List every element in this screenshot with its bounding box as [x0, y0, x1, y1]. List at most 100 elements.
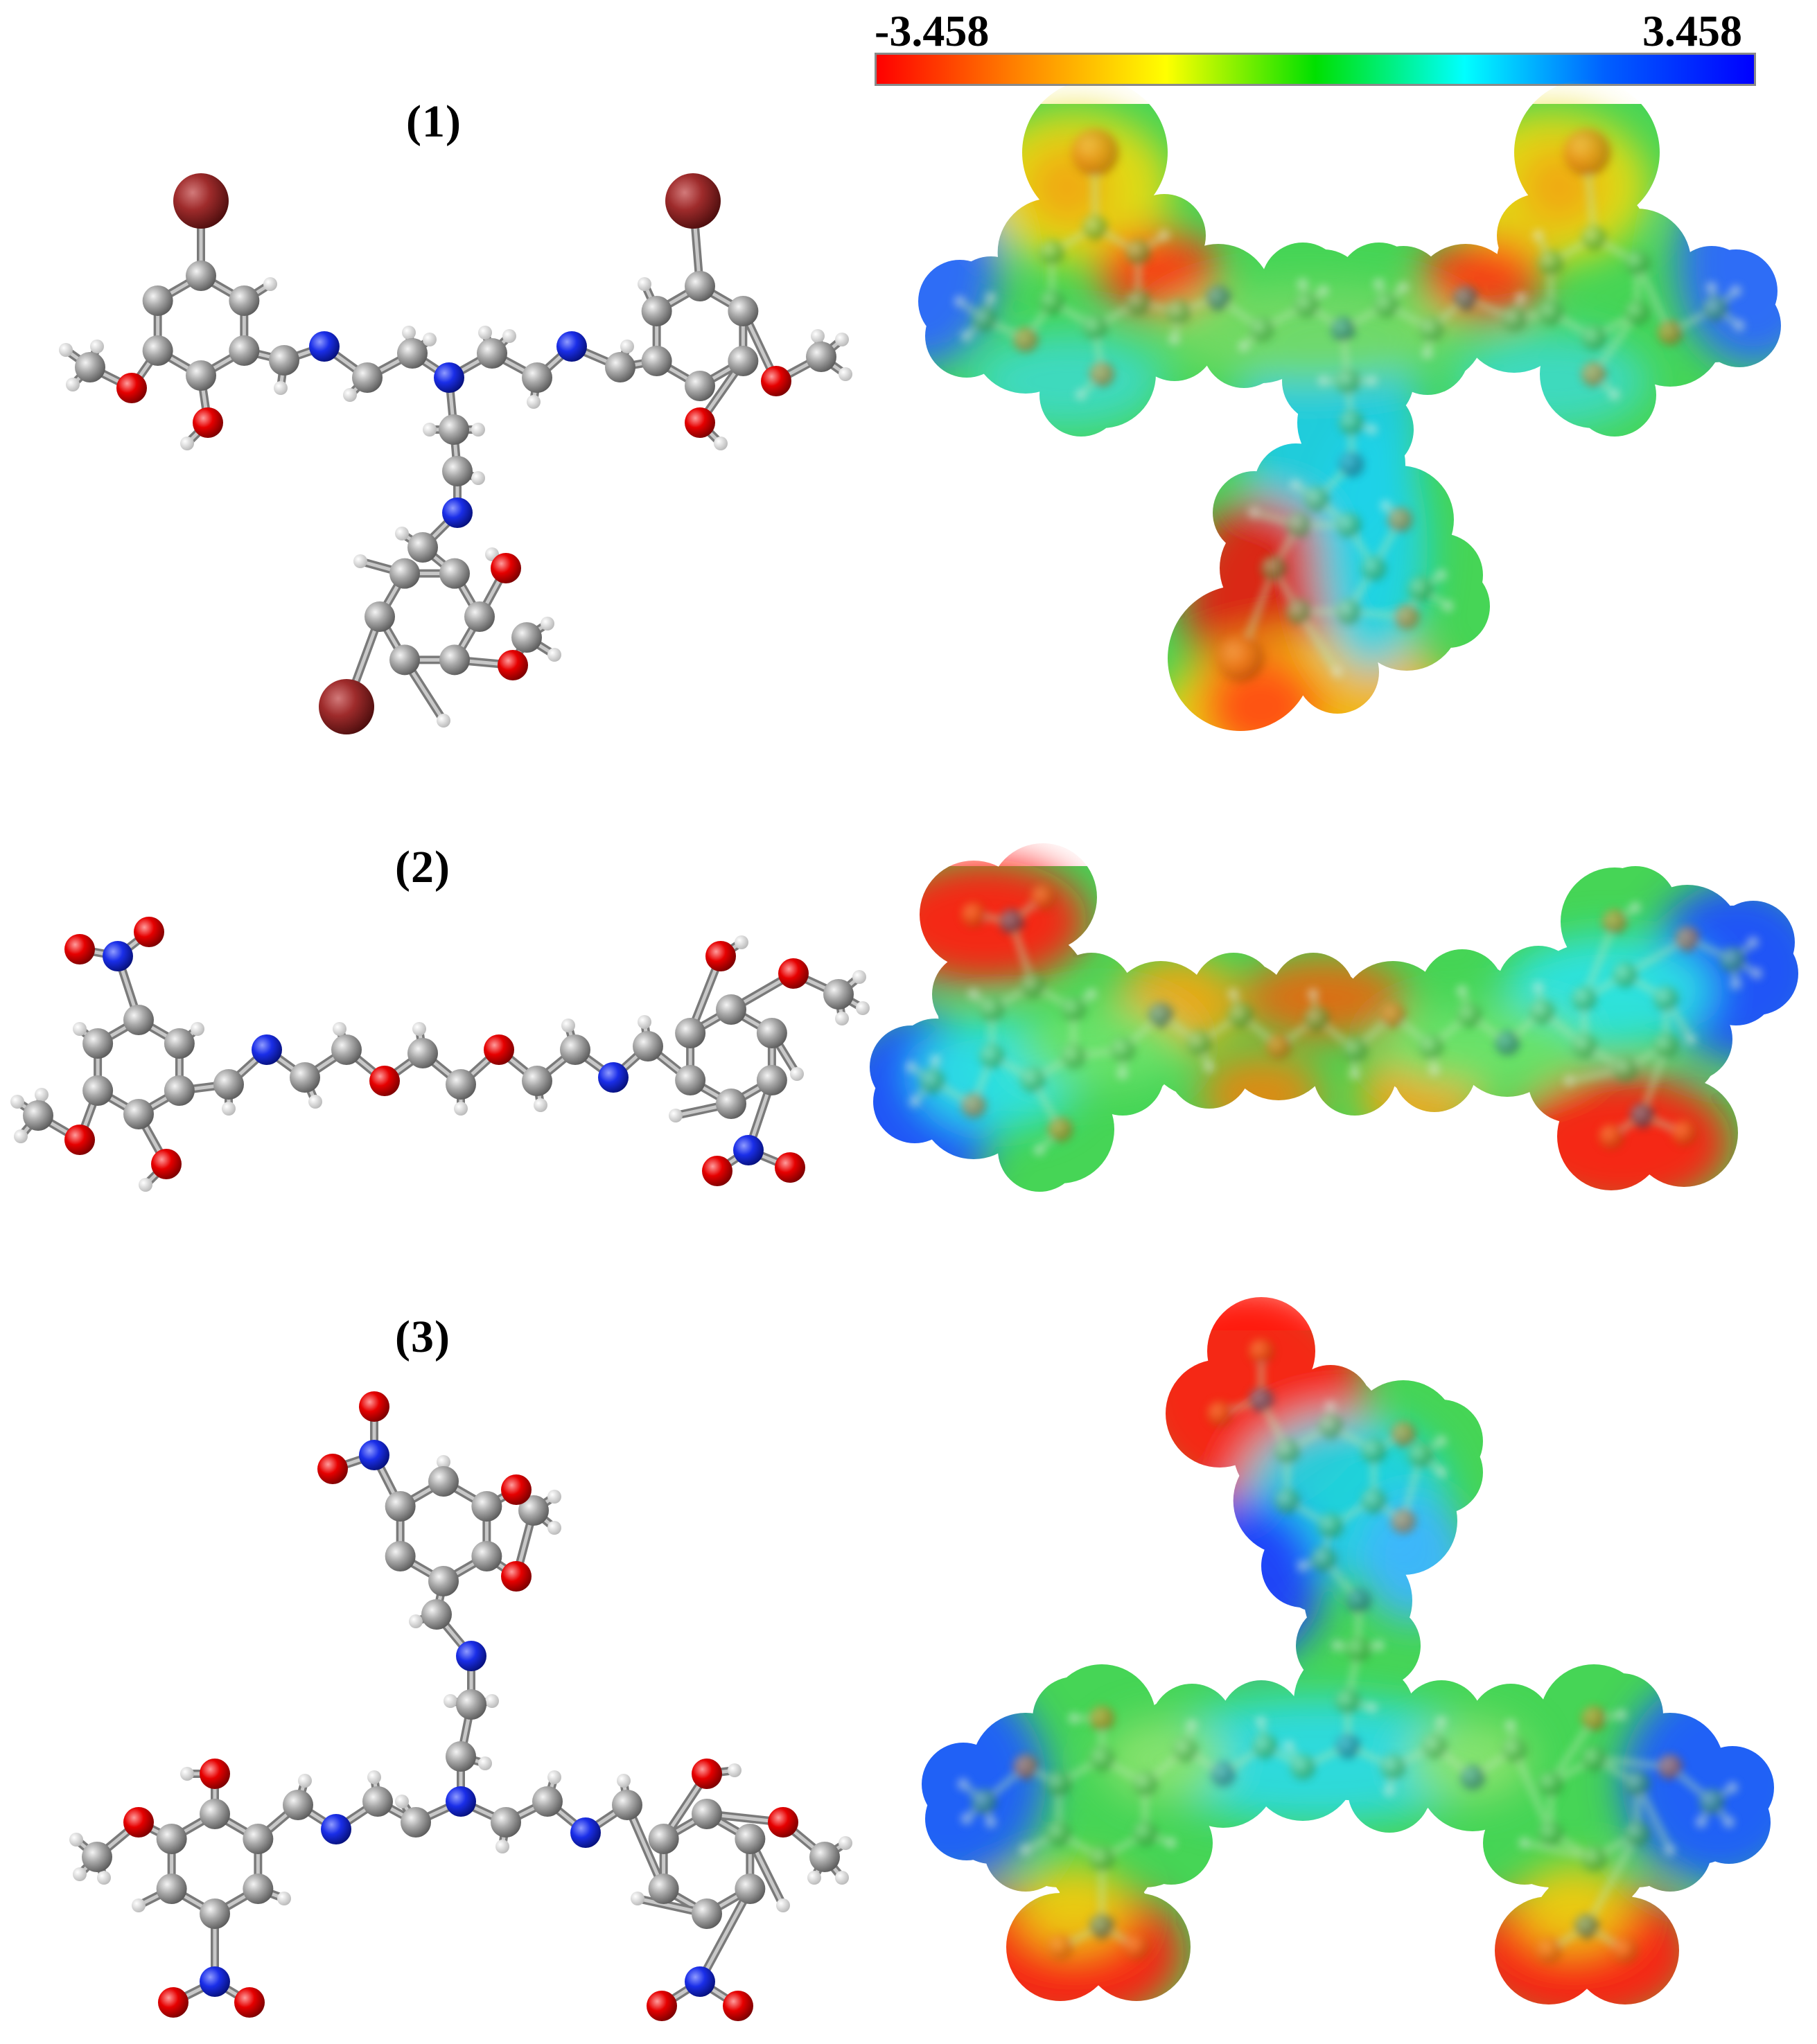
hydrogen-atom: [856, 1001, 870, 1015]
carbon-atom: [1060, 996, 1086, 1021]
hydrogen-atom: [1748, 937, 1759, 948]
carbon-atom: [756, 1018, 787, 1048]
molecule-2-structure: [10, 917, 870, 1192]
molecule-2-label: (2): [395, 842, 450, 892]
bond: [1634, 260, 1673, 335]
hydrogen-atom: [423, 423, 437, 437]
carbon-atom: [243, 1824, 274, 1854]
oxygen-atom: [778, 958, 809, 989]
carbon-atom: [1304, 1006, 1329, 1031]
molecule-1-mep-surface: [918, 104, 1781, 731]
carbon-atom: [1346, 1637, 1371, 1662]
carbon-atom: [1335, 369, 1360, 394]
bromine-atom: [1217, 635, 1264, 682]
bond: [1547, 1716, 1597, 1786]
oxygen-atom: [768, 1807, 798, 1838]
mep-surface-body: [922, 1297, 1774, 2005]
hydrogen-atom: [1069, 1713, 1080, 1724]
hydrogen-atom: [1505, 1720, 1516, 1731]
carbon-atom: [428, 1566, 459, 1596]
nitrogen-atom: [685, 1966, 715, 1997]
carbon-atom: [1318, 1513, 1343, 1538]
carbon-atom: [532, 1786, 563, 1817]
hydrogen-atom: [35, 1088, 49, 1102]
carbon-atom: [1502, 1737, 1527, 1762]
carbon-atom: [1132, 1771, 1158, 1796]
carbon-atom: [716, 1089, 746, 1119]
oxygen-atom: [484, 1034, 514, 1065]
carbon-atom: [823, 979, 854, 1010]
carbon-atom: [1286, 599, 1311, 624]
carbon-atom: [1249, 317, 1274, 342]
carbon-atom: [491, 1807, 521, 1838]
carbon-atom: [456, 1689, 486, 1720]
hydrogen-atom: [1696, 1817, 1707, 1828]
carbon-atom: [1311, 1547, 1336, 1571]
hydrogen-atom: [1318, 285, 1329, 297]
hydrogen-atom: [547, 1490, 561, 1504]
carbon-atom: [407, 1038, 438, 1068]
oxygen-atom: [123, 1807, 154, 1838]
carbon-atom: [23, 1100, 53, 1131]
nitrogen-atom: [733, 1135, 764, 1165]
hydrogen-atom: [263, 277, 277, 291]
carbon-atom: [1613, 1057, 1638, 1082]
oxygen-atom: [702, 1156, 732, 1186]
hydrogen-atom: [954, 296, 965, 307]
carbon-atom: [1173, 1737, 1197, 1762]
carbon-atom: [1252, 1734, 1277, 1759]
carbon-atom: [675, 1065, 706, 1095]
oxygen-atom: [961, 1093, 986, 1118]
carbon-atom: [1408, 576, 1433, 601]
hydrogen-atom: [839, 367, 852, 381]
carbon-atom: [1419, 317, 1443, 342]
carbon-atom: [560, 1034, 590, 1065]
nitrogen-atom: [1249, 1387, 1274, 1412]
carbon-atom: [385, 1491, 416, 1522]
hydrogen-atom: [1734, 320, 1745, 331]
hydrogen-atom: [274, 381, 288, 395]
carbon-atom: [352, 362, 383, 393]
carbon-atom: [735, 1824, 766, 1854]
carbon-atom: [1304, 486, 1329, 511]
oxygen-atom: [1613, 1938, 1638, 1963]
oxygen-atom: [775, 1152, 805, 1183]
hydrogen-atom: [776, 1898, 790, 1912]
carbon-atom: [142, 285, 173, 316]
hydrogen-atom: [1516, 292, 1527, 303]
hydrogen-atom: [395, 1795, 409, 1808]
carbon-atom: [1572, 986, 1597, 1011]
hydrogen-atom: [180, 1767, 194, 1781]
oxygen-atom: [1536, 1938, 1561, 1963]
hydrogen-atom: [1117, 1068, 1128, 1080]
hydrogen-atom: [1249, 507, 1260, 518]
oxygen-atom: [705, 941, 736, 971]
hydrogen-atom: [1373, 1640, 1385, 1651]
oxygen-atom: [1581, 362, 1606, 387]
carbon-atom: [123, 1099, 154, 1129]
oxygen-atom: [1249, 1339, 1274, 1364]
nitrogen-atom: [1495, 1030, 1520, 1055]
nitrogen-atom: [103, 941, 133, 971]
carbon-atom: [82, 1075, 114, 1106]
hydrogen-atom: [1297, 1560, 1308, 1571]
hydrogen-atom: [1308, 989, 1319, 1000]
carbon-atom: [1422, 1734, 1447, 1759]
hydrogen-atom: [308, 1095, 322, 1109]
carbon-atom: [1020, 973, 1045, 998]
oxygen-atom: [1030, 885, 1055, 910]
carbon-atom: [1581, 225, 1606, 250]
nitrogen-atom: [434, 362, 464, 393]
hydrogen-atom: [1332, 1640, 1343, 1651]
hydrogen-atom: [90, 340, 104, 353]
hydrogen-atom: [1564, 1075, 1575, 1086]
carbon-atom: [511, 622, 542, 653]
carbon-atom: [1502, 306, 1527, 331]
oxygen-atom: [116, 373, 147, 403]
hydrogen-atom: [909, 1096, 920, 1107]
nitrogen-atom: [570, 1817, 601, 1848]
carbon-atom: [1336, 512, 1361, 538]
carbon-atom: [1294, 292, 1319, 317]
carbon-atom: [1039, 240, 1064, 265]
hydrogen-atom: [471, 423, 485, 437]
